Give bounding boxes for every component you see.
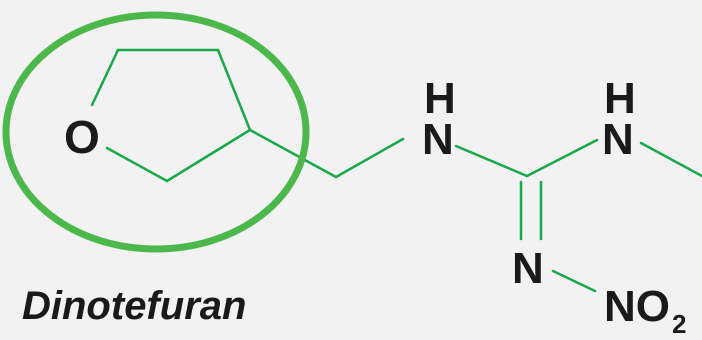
bond-ch2-n1	[334, 137, 405, 179]
bond-c3-ch2	[248, 128, 338, 179]
bond-n1-c	[454, 144, 529, 178]
nitrogen-lower-label: N	[512, 244, 544, 293]
nitro-group-label: NO2	[604, 282, 686, 338]
bond-c-n2	[525, 138, 599, 178]
nitrogen-left-label: N	[422, 115, 454, 164]
bond-c2-c3	[216, 48, 252, 132]
oxygen-atom-label: O	[64, 111, 100, 163]
bond-n2-methyl	[639, 141, 702, 178]
compound-name-title: Dinotefuran	[22, 284, 247, 328]
nitro-text: NO	[604, 282, 670, 331]
ring-highlight-circle	[2, 11, 310, 253]
nitrogen-right-label: N	[602, 115, 634, 164]
bond-c4-o	[105, 146, 169, 183]
hydrogen-right-label: H	[604, 74, 636, 123]
nitro-subscript: 2	[672, 309, 687, 339]
hydrogen-left-label: H	[424, 74, 456, 123]
bond-n3-no2	[551, 269, 597, 293]
bond-o-c1	[90, 48, 120, 107]
bond-c3-c4	[165, 128, 252, 183]
